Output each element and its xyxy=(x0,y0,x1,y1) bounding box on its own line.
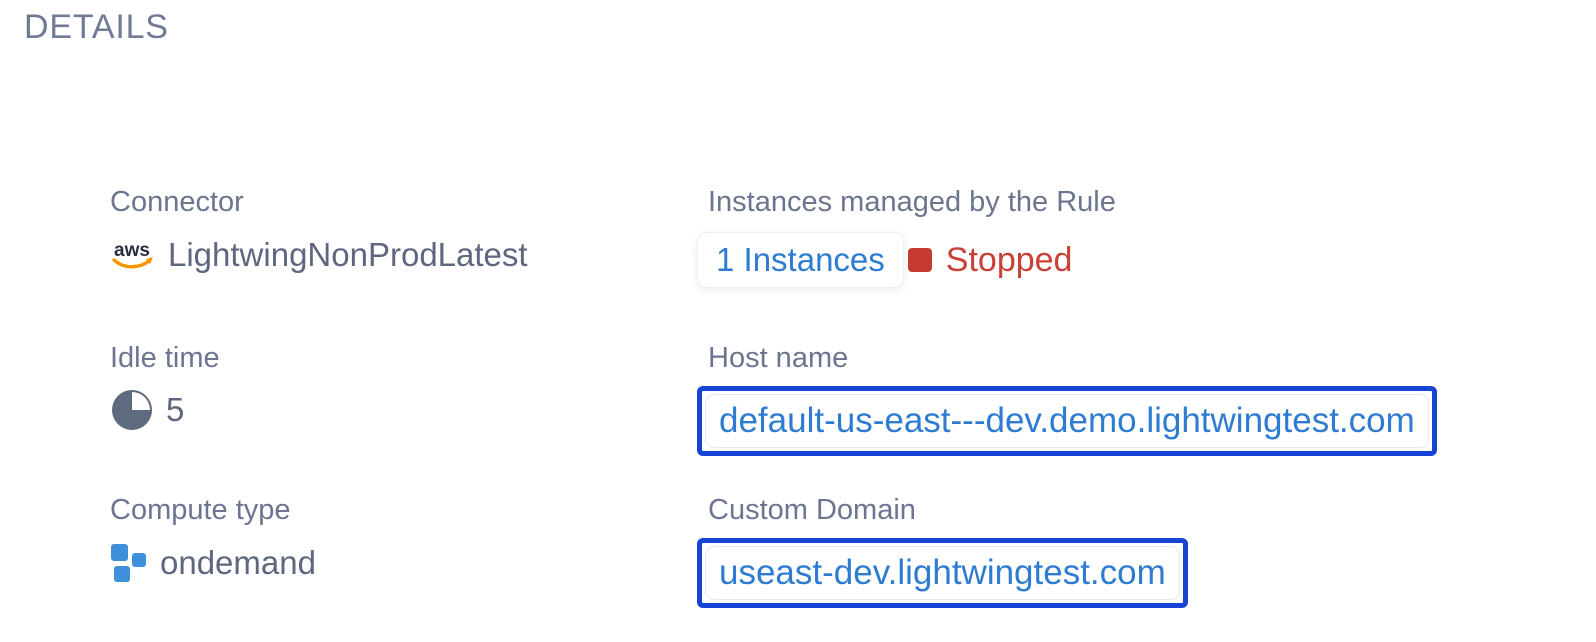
svg-text:aws: aws xyxy=(114,240,150,261)
host-name-label: Host name xyxy=(708,342,849,374)
custom-domain-label: Custom Domain xyxy=(708,494,916,526)
connector-label: Connector xyxy=(110,186,244,218)
stopped-square-icon xyxy=(907,248,932,272)
host-name-link[interactable]: default-us-east---dev.demo.lightwingtest… xyxy=(719,401,1415,440)
custom-domain-box: useast-dev.lightwingtest.com xyxy=(697,538,1188,608)
idle-time-value: 5 xyxy=(166,391,185,428)
field-compute-type: Compute type ondemand xyxy=(110,492,316,586)
instances-label: Instances managed by the Rule xyxy=(708,186,1116,218)
field-idle-time: Idle time 5 xyxy=(110,340,220,432)
panel-title: DETAILS xyxy=(24,8,169,46)
custom-domain-link[interactable]: useast-dev.lightwingtest.com xyxy=(719,553,1166,592)
field-custom-domain: Custom Domain useast-dev.lightwingtest.c… xyxy=(697,492,1188,608)
field-host-name: Host name default-us-east---dev.demo.lig… xyxy=(697,340,1437,456)
idle-pie-icon xyxy=(110,388,154,432)
instances-count-link[interactable]: 1 Instances xyxy=(697,232,904,288)
host-name-box: default-us-east---dev.demo.lightwingtest… xyxy=(697,386,1437,456)
status-badge: Stopped xyxy=(945,240,1073,279)
field-instances: Instances managed by the Rule 1 Instance… xyxy=(697,184,1116,288)
aws-icon: aws xyxy=(110,238,156,272)
connector-value: LightwingNonProdLatest xyxy=(168,236,528,273)
compute-type-label: Compute type xyxy=(110,494,291,526)
idle-time-label: Idle time xyxy=(110,342,220,374)
compute-squares-icon xyxy=(110,540,148,586)
field-connector: Connector aws LightwingNonProdLatest xyxy=(110,184,528,274)
compute-type-value: ondemand xyxy=(160,544,316,581)
